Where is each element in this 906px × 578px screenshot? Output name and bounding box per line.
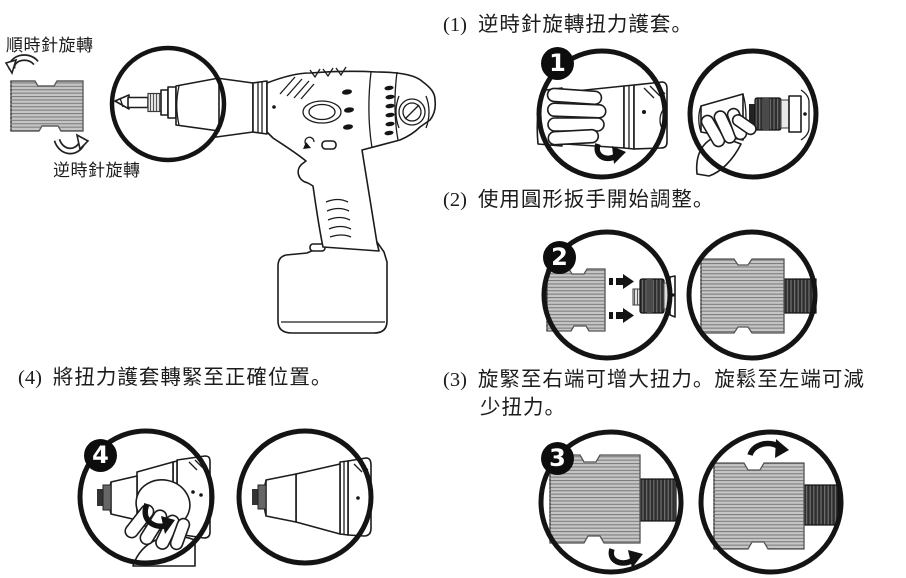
step-2-text: (2) 使用圓形扳手開始調整。 bbox=[443, 186, 714, 214]
step-3-figure-right bbox=[698, 429, 844, 575]
clockwise-label: 順時針旋轉 bbox=[6, 36, 94, 55]
counterclockwise-label: 逆時針旋轉 bbox=[53, 161, 141, 180]
chuck-tip bbox=[252, 489, 258, 505]
drill-body bbox=[266, 70, 437, 252]
air-vents bbox=[342, 85, 395, 136]
torque-collar bbox=[713, 462, 805, 550]
step-1-number: (1) bbox=[443, 14, 467, 36]
ccw-arrow-icon bbox=[594, 143, 626, 164]
torque-dial bbox=[395, 95, 430, 129]
step-3-figure-left bbox=[538, 429, 684, 575]
vent-slots bbox=[279, 66, 347, 100]
counterclockwise-arrow-icon bbox=[53, 133, 90, 155]
step-4-text: (4) 將扭力護套轉緊至正確位置。 bbox=[18, 364, 332, 392]
step-1-figure-right bbox=[687, 48, 819, 180]
insert-arrow-icon bbox=[609, 308, 634, 323]
step-4-instruction: 將扭力護套轉緊至正確位置。 bbox=[52, 367, 333, 389]
step-2-figure-right bbox=[686, 229, 818, 361]
hand bbox=[536, 87, 607, 147]
hand bbox=[695, 107, 757, 177]
step-1-badge: 1 bbox=[541, 47, 574, 80]
insert-arrow-icon bbox=[609, 274, 634, 289]
grip-ribs bbox=[325, 198, 352, 238]
battery-pack bbox=[277, 241, 388, 334]
ccw-arrow-icon bbox=[608, 548, 643, 568]
step-2-instruction: 使用圓形扳手開始調整。 bbox=[477, 189, 715, 211]
clockwise-arrow-icon bbox=[4, 54, 39, 75]
installed-collar bbox=[700, 258, 785, 334]
ccw-arrow-icon bbox=[142, 502, 175, 534]
forward-reverse-switch bbox=[303, 136, 337, 150]
step-4-figure-left bbox=[77, 428, 215, 567]
step-2-figure-left bbox=[541, 229, 676, 361]
chuck-callout bbox=[109, 45, 227, 163]
round-wrench-collar bbox=[546, 268, 606, 332]
driver-bit bbox=[114, 86, 177, 119]
torque-sleeve bbox=[295, 463, 341, 535]
step-4-figure-right bbox=[236, 428, 374, 566]
drill-body-edge bbox=[347, 457, 372, 537]
chuck-shaft bbox=[637, 478, 677, 522]
step-1-instruction: 逆時針旋轉扭力護套。 bbox=[477, 14, 693, 36]
drill-illustration bbox=[109, 45, 437, 334]
step-4-number: (4) bbox=[18, 367, 42, 389]
torque-collar bbox=[549, 454, 641, 544]
chuck-shaft bbox=[803, 484, 839, 526]
chuck-mechanism bbox=[749, 89, 810, 141]
step-3-number: (3) bbox=[443, 369, 467, 391]
chuck-tip bbox=[97, 489, 103, 506]
step-3-instruction-line1: 旋緊至右端可增大扭力。旋鬆至左端可減 bbox=[477, 369, 865, 391]
torque-collar-graphic bbox=[10, 80, 84, 132]
step-3-badge: 3 bbox=[541, 442, 574, 475]
step-1-text: (1) 逆時針旋轉扭力護套。 bbox=[443, 11, 693, 39]
step-3-instruction-line2: 少扭力。 bbox=[480, 397, 566, 419]
step-2-badge: 2 bbox=[543, 241, 576, 274]
step-1-figure-left bbox=[536, 48, 668, 180]
brand-emblem bbox=[302, 100, 342, 124]
cw-arrow-icon bbox=[747, 439, 789, 458]
hand bbox=[124, 479, 196, 567]
step-4-badge: 4 bbox=[84, 439, 117, 472]
sleeve-dot bbox=[272, 105, 276, 109]
step-2-number: (2) bbox=[443, 189, 467, 211]
step-3-text: (3) 旋緊至右端可增大扭力。旋鬆至左端可減 少扭力。 bbox=[443, 366, 865, 422]
